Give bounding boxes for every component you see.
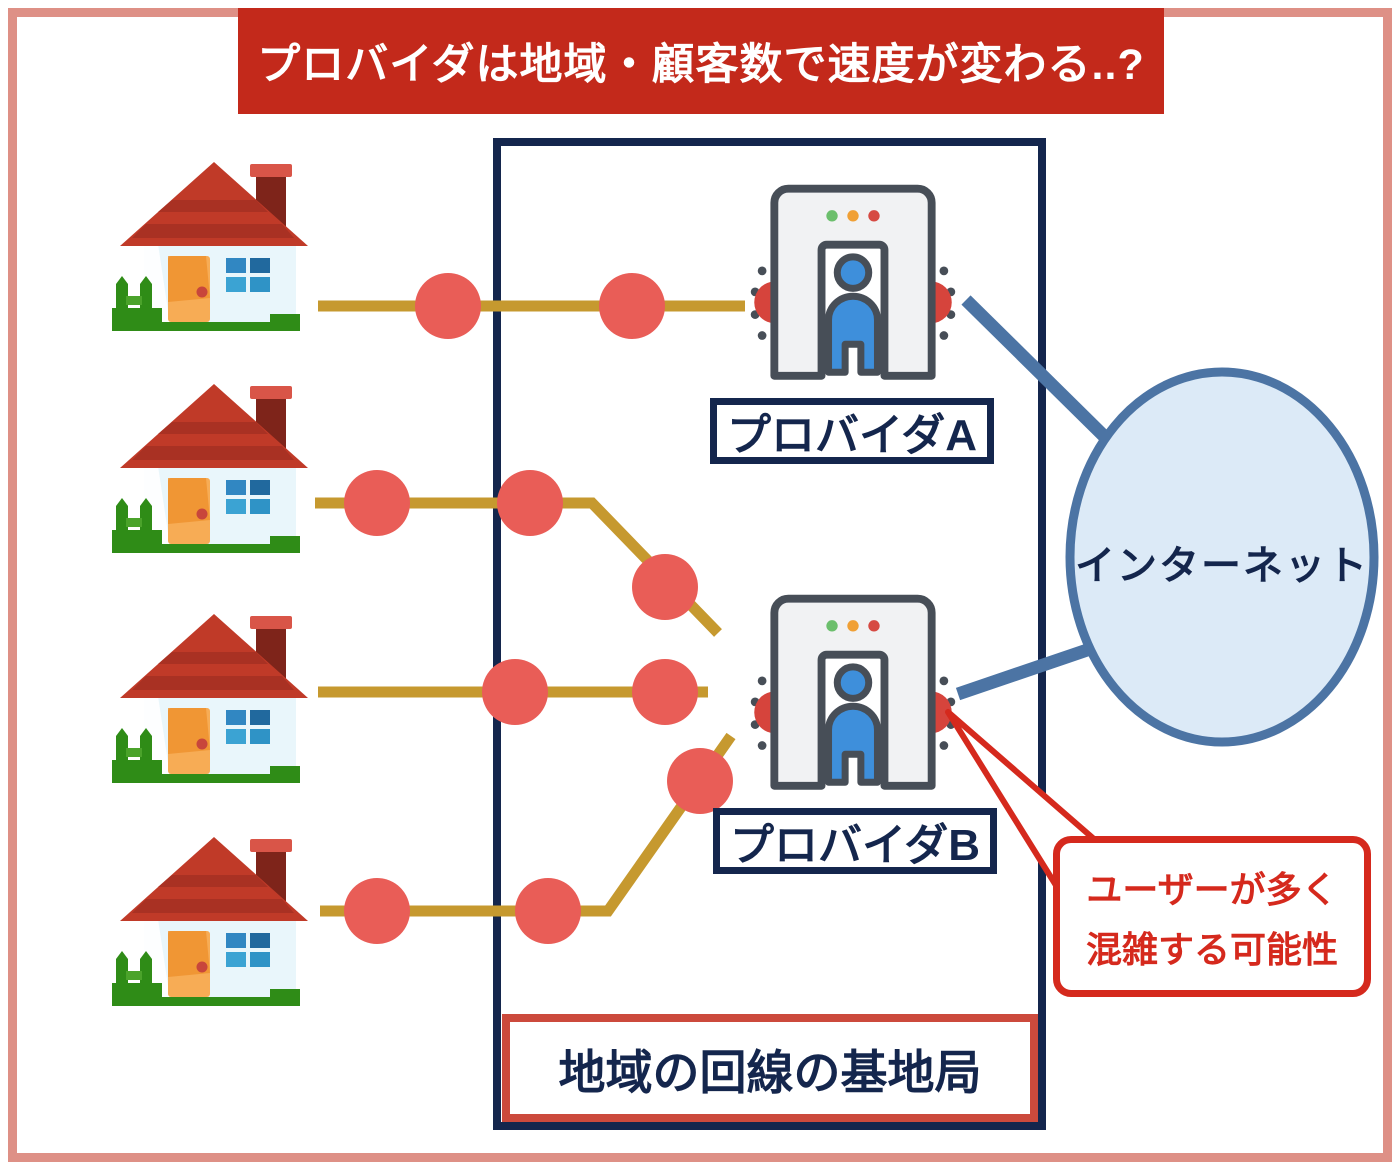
provider-a-text: プロバイダA — [726, 411, 977, 460]
house-icon — [110, 610, 310, 790]
title-text: プロバイダは地域・顧客数で速度が変わる..? — [257, 41, 1145, 89]
security-gate-icon — [748, 180, 958, 381]
callout-line-1: ユーザーが多く — [1086, 868, 1338, 910]
house-icon — [110, 833, 310, 1013]
base-station-label: 地域の回線の基地局 — [502, 1014, 1038, 1122]
congestion-callout: ユーザーが多く 混雑する可能性 — [1053, 836, 1371, 997]
internet-label: インターネット — [1075, 544, 1369, 588]
callout-line-2: 混雑する可能性 — [1085, 928, 1338, 970]
provider-b-label: プロバイダB — [713, 808, 997, 874]
security-gate-icon — [748, 590, 958, 791]
house-icon — [110, 158, 310, 338]
base-station-text: 地域の回線の基地局 — [558, 1045, 982, 1099]
title-banner: プロバイダは地域・顧客数で速度が変わる..? — [238, 8, 1164, 114]
provider-b-text: プロバイダB — [729, 821, 980, 870]
provider-a-label: プロバイダA — [710, 398, 994, 464]
house-icon — [110, 380, 310, 560]
